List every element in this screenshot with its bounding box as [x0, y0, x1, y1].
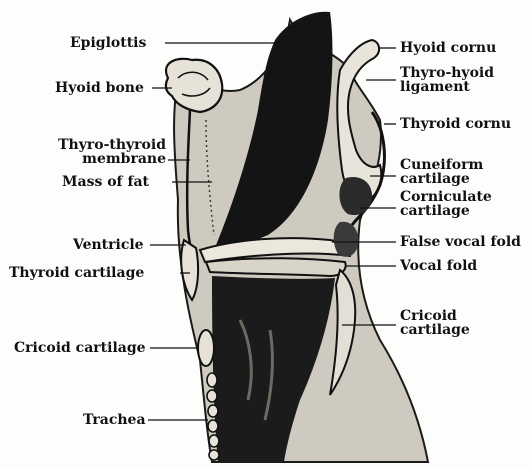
label-thyro-thyroid-membrane-line1: Thyro-thyroid: [36, 138, 166, 152]
cricoid-cartilage-oval: [198, 330, 214, 366]
label-hyoid-cornu: Hyoid cornu: [400, 41, 496, 55]
tracheal-ring: [209, 450, 219, 460]
label-cricoid-right-line2: cartilage: [400, 323, 470, 337]
tracheal-ring: [208, 405, 218, 417]
label-thyroid-cartilage: Thyroid cartilage: [9, 266, 144, 280]
tracheal-ring: [208, 420, 218, 432]
label-cuneiform-line2: cartilage: [400, 172, 483, 186]
label-thyro-thyroid-membrane: Thyro-thyroid membrane: [36, 138, 166, 166]
label-ventricle: Ventricle: [73, 238, 144, 252]
label-cricoid-right-line1: Cricoid: [400, 309, 470, 323]
label-hyoid-bone: Hyoid bone: [55, 81, 144, 95]
vocal-fold-shape: [206, 258, 346, 276]
label-thyro-hyoid-ligament-line1: Thyro-hyoid: [400, 66, 494, 80]
label-cricoid-cartilage-right: Cricoid cartilage: [400, 309, 470, 337]
label-trachea: Trachea: [83, 413, 146, 427]
label-cuneiform-line1: Cuneiform: [400, 158, 483, 172]
label-corniculate-line1: Corniculate: [400, 190, 492, 204]
label-corniculate-cartilage: Corniculate cartilage: [400, 190, 492, 218]
label-cricoid-cartilage-left: Cricoid cartilage: [14, 341, 146, 355]
label-cuneiform-cartilage: Cuneiform cartilage: [400, 158, 483, 186]
label-vocal-fold: Vocal fold: [400, 259, 477, 273]
label-thyro-thyroid-membrane-line2: membrane: [36, 152, 166, 166]
label-thyro-hyoid-ligament: Thyro-hyoid ligament: [400, 66, 494, 94]
label-false-vocal-fold: False vocal fold: [400, 235, 521, 249]
label-epiglottis: Epiglottis: [70, 36, 146, 50]
tracheal-ring: [207, 390, 217, 402]
label-corniculate-line2: cartilage: [400, 204, 492, 218]
tracheal-ring: [207, 373, 217, 387]
tracheal-ring: [209, 435, 219, 447]
thyroid-cartilage-shape: [181, 240, 198, 300]
label-mass-of-fat: Mass of fat: [62, 175, 149, 189]
label-thyro-hyoid-ligament-line2: ligament: [400, 80, 494, 94]
label-thyroid-cornu: Thyroid cornu: [400, 117, 511, 131]
